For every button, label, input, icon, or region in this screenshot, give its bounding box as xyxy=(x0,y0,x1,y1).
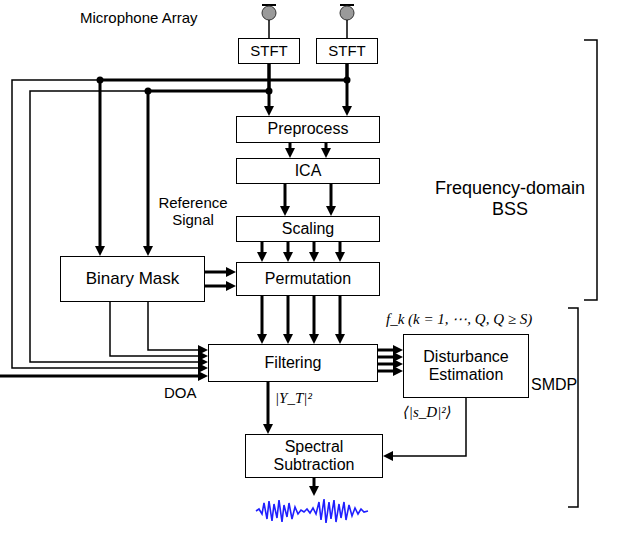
process-box: STFT xyxy=(316,38,378,64)
signal-arrow xyxy=(339,242,342,256)
annotation-label: Reference Signal xyxy=(152,194,234,229)
signal-arrow xyxy=(378,349,397,352)
process-box: ICA xyxy=(236,158,380,184)
signal-arrow xyxy=(267,382,270,428)
process-box: Scaling xyxy=(236,216,380,242)
process-box: Spectral Subtraction xyxy=(245,434,383,478)
process-box: Binary Mask xyxy=(60,256,205,302)
process-box: Permutation xyxy=(236,262,380,296)
box-label: Spectral Subtraction xyxy=(246,438,382,475)
annotation-label: Frequency-domain BSS xyxy=(428,178,592,219)
process-box: STFT xyxy=(238,38,300,64)
signal-arrow xyxy=(389,398,466,456)
signal-arrow xyxy=(110,302,202,356)
signal-arrow xyxy=(284,184,287,210)
signal-arrow xyxy=(287,242,290,256)
bracket xyxy=(584,40,597,300)
signal-arrow xyxy=(378,370,397,373)
signal-arrow xyxy=(378,363,397,366)
junction-dot xyxy=(97,77,351,95)
signal-arrow xyxy=(100,64,347,250)
microphone-symbol xyxy=(340,5,354,38)
signal-arrow xyxy=(325,143,328,152)
process-box: Preprocess xyxy=(236,116,380,143)
signal-arrow xyxy=(313,242,316,256)
box-label: Binary Mask xyxy=(86,269,180,289)
waveform xyxy=(256,499,368,523)
process-box: Disturbance Estimation xyxy=(403,334,529,398)
box-label: Scaling xyxy=(282,220,334,238)
signal-arrow xyxy=(289,143,292,152)
annotation-label: Microphone Array xyxy=(80,9,198,26)
signal-arrow xyxy=(287,296,290,338)
signal-arrow xyxy=(378,356,397,359)
box-label: Permutation xyxy=(265,270,351,288)
signal-arrow xyxy=(330,184,333,210)
box-label: Filtering xyxy=(265,354,322,372)
signal-label: |Y_T|² xyxy=(275,390,312,407)
doa-input-arrow xyxy=(0,375,202,378)
signal-arrow xyxy=(205,271,230,274)
annotation-label: DOA xyxy=(164,384,197,401)
annotation-label: f_k (k = 1, ⋯, Q, Q ≥ S) xyxy=(386,311,532,328)
signal-arrow xyxy=(205,285,230,288)
bracket xyxy=(568,308,578,507)
signal-label: ⟨|s_D|²⟩ xyxy=(403,404,452,421)
signal-arrow xyxy=(261,296,264,338)
signal-arrow xyxy=(313,296,316,338)
signal-arrow xyxy=(261,242,264,256)
box-label: Preprocess xyxy=(268,120,349,138)
signal-arrow xyxy=(148,302,202,350)
process-box: Filtering xyxy=(208,344,378,382)
output-arrow xyxy=(313,478,316,490)
box-label: STFT xyxy=(250,42,288,59)
signal-arrow xyxy=(339,296,342,338)
microphone-symbol xyxy=(262,5,276,38)
box-label: ICA xyxy=(295,162,322,180)
signal-arrow xyxy=(30,64,269,362)
box-label: STFT xyxy=(328,42,366,59)
annotation-label: SMDP xyxy=(531,376,577,394)
box-label: Disturbance Estimation xyxy=(404,348,528,385)
